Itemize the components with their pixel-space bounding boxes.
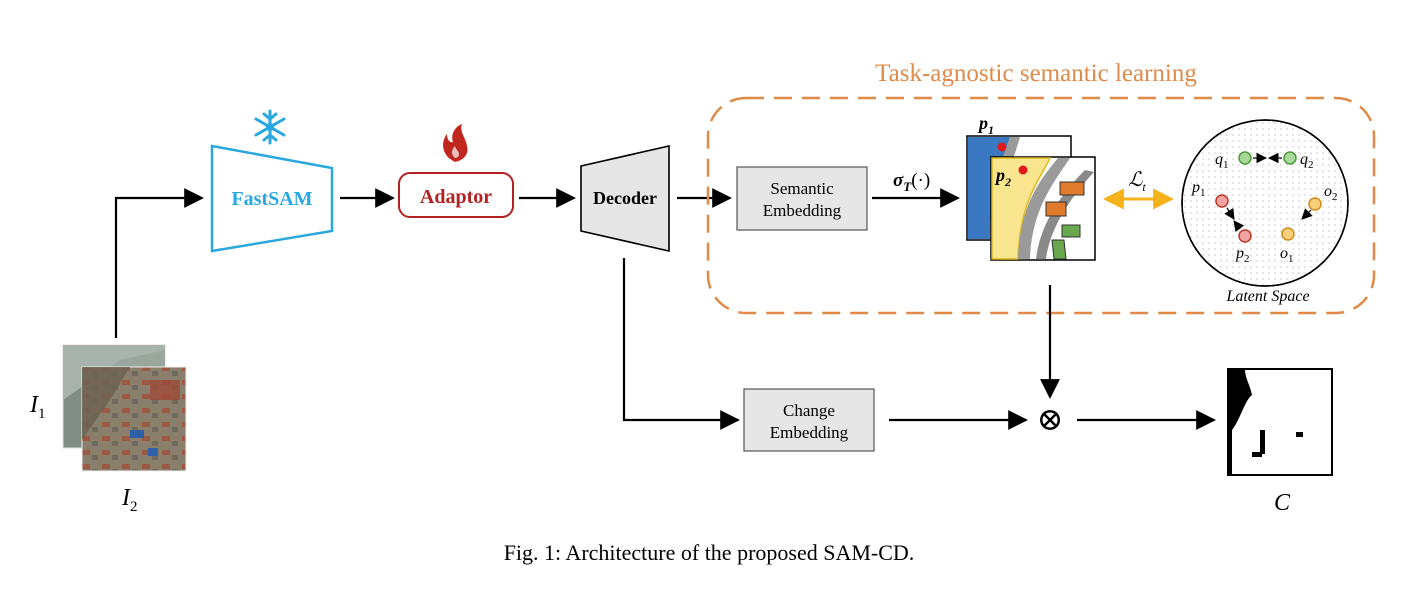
- region-title: Task-agnostic semantic learning: [875, 60, 1197, 87]
- change-embedding-line2: Embedding: [770, 423, 849, 442]
- output-change-map: [1227, 368, 1333, 476]
- point-p2: [1238, 229, 1252, 243]
- latent-space-caption: Latent Space: [1225, 288, 1309, 305]
- decoder-block: [580, 144, 670, 253]
- latent-label-q2: q2: [1300, 151, 1314, 171]
- fastsam-block: [210, 144, 334, 253]
- output-label: C: [1274, 490, 1291, 516]
- latent-label-o2: o2: [1324, 183, 1338, 203]
- input-image-2: [81, 366, 187, 472]
- point-p2-marker: [1018, 165, 1028, 175]
- semantic-map-front: [990, 156, 1096, 261]
- adaptor-label: Adaptor: [420, 186, 492, 208]
- snowflake-icon: [254, 109, 286, 145]
- p2-label: p2: [994, 165, 1011, 189]
- sigma-label: σT(·): [893, 170, 930, 194]
- point-p1-marker: [997, 142, 1007, 152]
- p1-label: p1: [977, 113, 994, 137]
- image1-label: I1: [29, 392, 46, 422]
- task-agnostic-region: [706, 96, 1376, 315]
- arrow-decoder-to-change: [622, 258, 740, 430]
- point-o1: [1281, 227, 1295, 241]
- semantic-embedding-block: [736, 166, 868, 231]
- latent-label-o1: o1: [1280, 245, 1294, 265]
- image2-label: I2: [121, 485, 138, 515]
- decoder-label: Decoder: [593, 188, 657, 208]
- point-q2: [1283, 151, 1297, 165]
- point-q1: [1238, 151, 1252, 165]
- arrow-input-to-fastsam: [114, 188, 204, 338]
- semantic-embedding-line2: Embedding: [763, 201, 842, 220]
- loss-label: ℒt: [1128, 169, 1146, 194]
- point-p1: [1215, 194, 1229, 208]
- latent-space-circle: [1181, 119, 1349, 287]
- latent-label-p2: p2: [1235, 245, 1250, 265]
- latent-point-labels: q1 q2 p1 p2 o2 o1: [1191, 151, 1338, 265]
- semantic-embedding-line1: Semantic: [770, 179, 834, 198]
- adaptor-block: [398, 172, 514, 218]
- figure-caption: Fig. 1: Architecture of the proposed SAM…: [504, 540, 915, 565]
- point-o2: [1308, 197, 1322, 211]
- input-image-stack: [62, 344, 187, 472]
- change-embedding-line1: Change: [783, 401, 835, 420]
- multiply-operator: ⊗: [1037, 401, 1064, 437]
- flame-icon: [443, 124, 468, 162]
- fastsam-label: FastSAM: [231, 188, 312, 210]
- latent-label-q1: q1: [1215, 151, 1229, 171]
- latent-points: [1215, 151, 1322, 243]
- latent-label-p1: p1: [1191, 179, 1206, 199]
- change-embedding-block: [743, 388, 875, 452]
